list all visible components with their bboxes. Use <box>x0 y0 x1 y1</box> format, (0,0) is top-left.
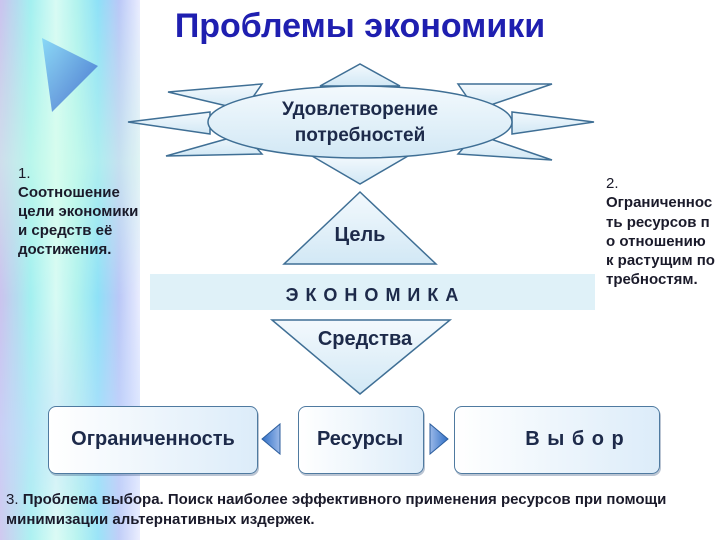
choice-label: В ы б о р <box>525 428 625 450</box>
resources-box <box>298 406 424 474</box>
target-label: Цель <box>334 224 386 246</box>
note-1-number: 1. <box>18 165 31 182</box>
note-1: 1. Соотношение цели экономики и средств … <box>18 164 142 259</box>
economy-band <box>150 274 595 310</box>
choice-box <box>454 406 660 474</box>
decorative-arrow-icon <box>42 38 98 112</box>
note-3-number: 3. <box>6 491 19 508</box>
means-triangle <box>269 319 453 395</box>
goal-label: Удовлетворение потребностей <box>281 99 439 146</box>
means-label: Средства <box>317 328 413 350</box>
target-triangle <box>282 190 438 265</box>
page-title: Проблемы экономики <box>174 7 546 45</box>
note-3: 3. Проблема выбора. Поиск наиболее эффек… <box>6 490 716 530</box>
note-3-text: Проблема выбора. Поиск наиболее эффектив… <box>6 491 667 528</box>
note-1-text: Соотношение цели экономики и средств её … <box>18 184 139 258</box>
limitation-box <box>48 406 258 474</box>
double-arrow-left-icon <box>261 422 281 456</box>
resources-label: Ресурсы <box>316 428 404 450</box>
limitation-label: Ограниченность <box>71 428 235 450</box>
double-arrow-right-icon <box>429 422 449 456</box>
note-2-text: Ограниченность ресурсов по отношению к р… <box>606 194 715 289</box>
economy-label: Э К О Н О М И К А <box>285 285 460 305</box>
note-2: 2. Ограниченность ресурсов по отношению … <box>606 174 716 290</box>
goal-ellipse <box>207 85 513 159</box>
note-2-number: 2. <box>606 175 619 192</box>
